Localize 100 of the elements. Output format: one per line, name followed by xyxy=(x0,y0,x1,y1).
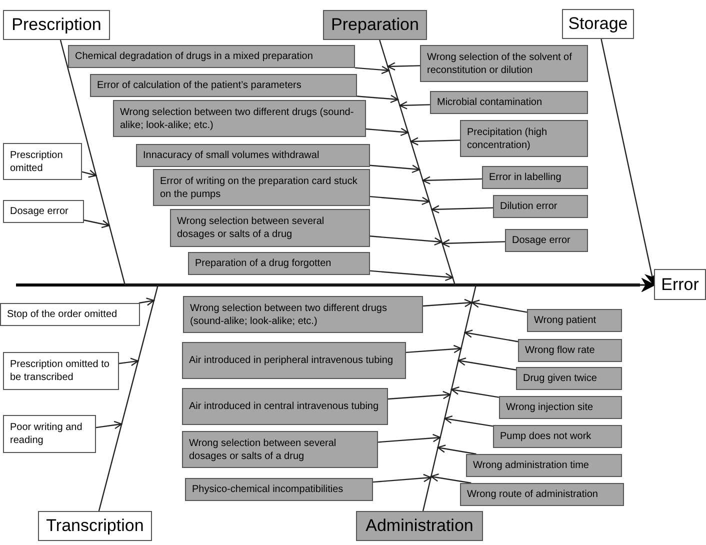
cause-text: Error of writing on the preparation card stuck on the pumps xyxy=(160,174,358,200)
cause-arrow xyxy=(354,66,390,74)
cause-text: Precipitation (high concentration) xyxy=(467,126,548,152)
cause-box xyxy=(68,45,355,68)
cause-text: Microbial contamination xyxy=(437,96,542,109)
cause-text: Air introduced in central intravenous tubing xyxy=(189,400,379,413)
category-label: Preparation xyxy=(331,15,419,35)
cause-box xyxy=(3,200,84,223)
cause-text: Wrong administration time xyxy=(473,459,589,472)
cause-text: Physico-chemical incompatibilities xyxy=(192,483,344,496)
cause-arrow xyxy=(370,236,442,246)
cause-text: Chemical degradation of drugs in a mixed preparation xyxy=(75,50,313,63)
cause-box xyxy=(420,45,588,82)
cause-arrow xyxy=(138,298,155,306)
category-label: Storage xyxy=(568,14,628,34)
cause-text: Prescription omitted xyxy=(10,148,64,174)
cause-arrow xyxy=(388,390,451,400)
category-box xyxy=(323,10,427,40)
cause-box xyxy=(499,396,622,419)
cause-box xyxy=(188,252,370,275)
cause-text: Dosage error xyxy=(512,234,570,247)
cause-box xyxy=(466,454,622,477)
cause-arrow xyxy=(378,434,441,443)
cause-arrow xyxy=(437,444,476,455)
cause-arrow xyxy=(410,137,460,146)
cause-box xyxy=(482,166,588,189)
cause-arrow xyxy=(118,358,139,366)
cause-box xyxy=(493,195,588,218)
cause-text: Error of calculation of the patient’s parameters xyxy=(97,79,302,92)
cause-box xyxy=(182,342,406,379)
cause-box xyxy=(183,296,423,333)
cause-text: Error in labelling xyxy=(489,171,562,184)
category-box xyxy=(356,511,483,541)
cause-box xyxy=(182,431,378,468)
cause-box xyxy=(430,91,588,114)
cause-text: Wrong selection of the solvent of reconstitution or dilution xyxy=(427,50,573,76)
cause-arrow xyxy=(399,101,430,110)
cause-arrow xyxy=(442,239,506,248)
cause-text: Wrong selection between several dosages or salts of a drug xyxy=(177,215,326,241)
cause-box xyxy=(170,209,370,247)
category-box xyxy=(38,511,152,541)
cause-arrow xyxy=(370,196,430,206)
cause-text: Wrong flow rate xyxy=(525,344,595,357)
cause-box xyxy=(136,144,370,167)
cause-arrow xyxy=(387,62,420,70)
cause-arrow xyxy=(422,176,482,184)
cause-text: Dosage error xyxy=(10,205,68,218)
cause-arrow xyxy=(430,474,472,484)
category-label: Transcription xyxy=(46,516,144,536)
category-box xyxy=(3,10,110,40)
cause-arrow xyxy=(471,300,528,313)
cause-text: Poor writing and reading xyxy=(10,421,84,447)
cause-text: Prescription omitted to be transcribed xyxy=(10,358,110,384)
cause-box xyxy=(518,339,622,362)
category-box xyxy=(562,9,634,39)
cause-arrow xyxy=(356,94,398,104)
cause-box xyxy=(460,483,624,506)
cause-arrow xyxy=(458,358,516,370)
effect-box xyxy=(654,269,706,300)
cause-box xyxy=(0,303,140,326)
cause-box xyxy=(185,478,373,501)
cause-box xyxy=(493,425,622,448)
cause-box xyxy=(460,120,588,157)
cause-text: Innacuracy of small volumes withdrawal xyxy=(143,149,320,162)
cause-arrow xyxy=(406,344,462,354)
category-label: Administration xyxy=(366,516,474,536)
cause-text: Wrong injection site xyxy=(506,401,594,414)
cause-box xyxy=(90,74,357,97)
cause-arrow xyxy=(82,170,97,178)
cause-box xyxy=(505,229,588,252)
cause-box xyxy=(153,169,370,206)
cause-text: Wrong patient xyxy=(534,314,596,327)
cause-arrow xyxy=(464,330,518,342)
cause-box xyxy=(516,367,622,390)
cause-arrow xyxy=(450,386,500,398)
cause-arrow xyxy=(370,164,420,174)
cause-box xyxy=(3,143,82,180)
cause-box xyxy=(3,415,96,453)
category-label: Prescription xyxy=(12,15,102,35)
cause-box xyxy=(3,352,119,390)
cause-text: Drug given twice xyxy=(523,372,597,385)
bone-arrow xyxy=(422,278,656,512)
cause-text: Dilution error xyxy=(500,200,558,213)
cause-text: Wrong route of administration xyxy=(467,488,598,501)
cause-arrow xyxy=(366,128,409,136)
cause-box xyxy=(182,388,388,425)
cause-text: Air introduced in peripheral intravenous tubing xyxy=(189,354,394,367)
cause-text: Wrong selection between several dosages or salts of a drug xyxy=(189,436,338,462)
cause-text: Wrong selection between two different drugs (sound-alike; look-alike; etc.) xyxy=(190,302,388,328)
effect-label: Error xyxy=(661,274,699,294)
cause-box xyxy=(527,309,622,332)
cause-arrow xyxy=(370,270,454,282)
cause-arrow xyxy=(372,474,432,483)
cause-text: Preparation of a drug forgotten xyxy=(195,257,332,270)
cause-text: Pump does not work xyxy=(500,430,592,443)
cause-arrow xyxy=(444,416,494,427)
cause-text: Stop of the order omitted xyxy=(7,308,118,321)
cause-arrow xyxy=(422,298,472,308)
cause-arrow xyxy=(431,205,494,214)
cause-arrow xyxy=(84,220,110,228)
